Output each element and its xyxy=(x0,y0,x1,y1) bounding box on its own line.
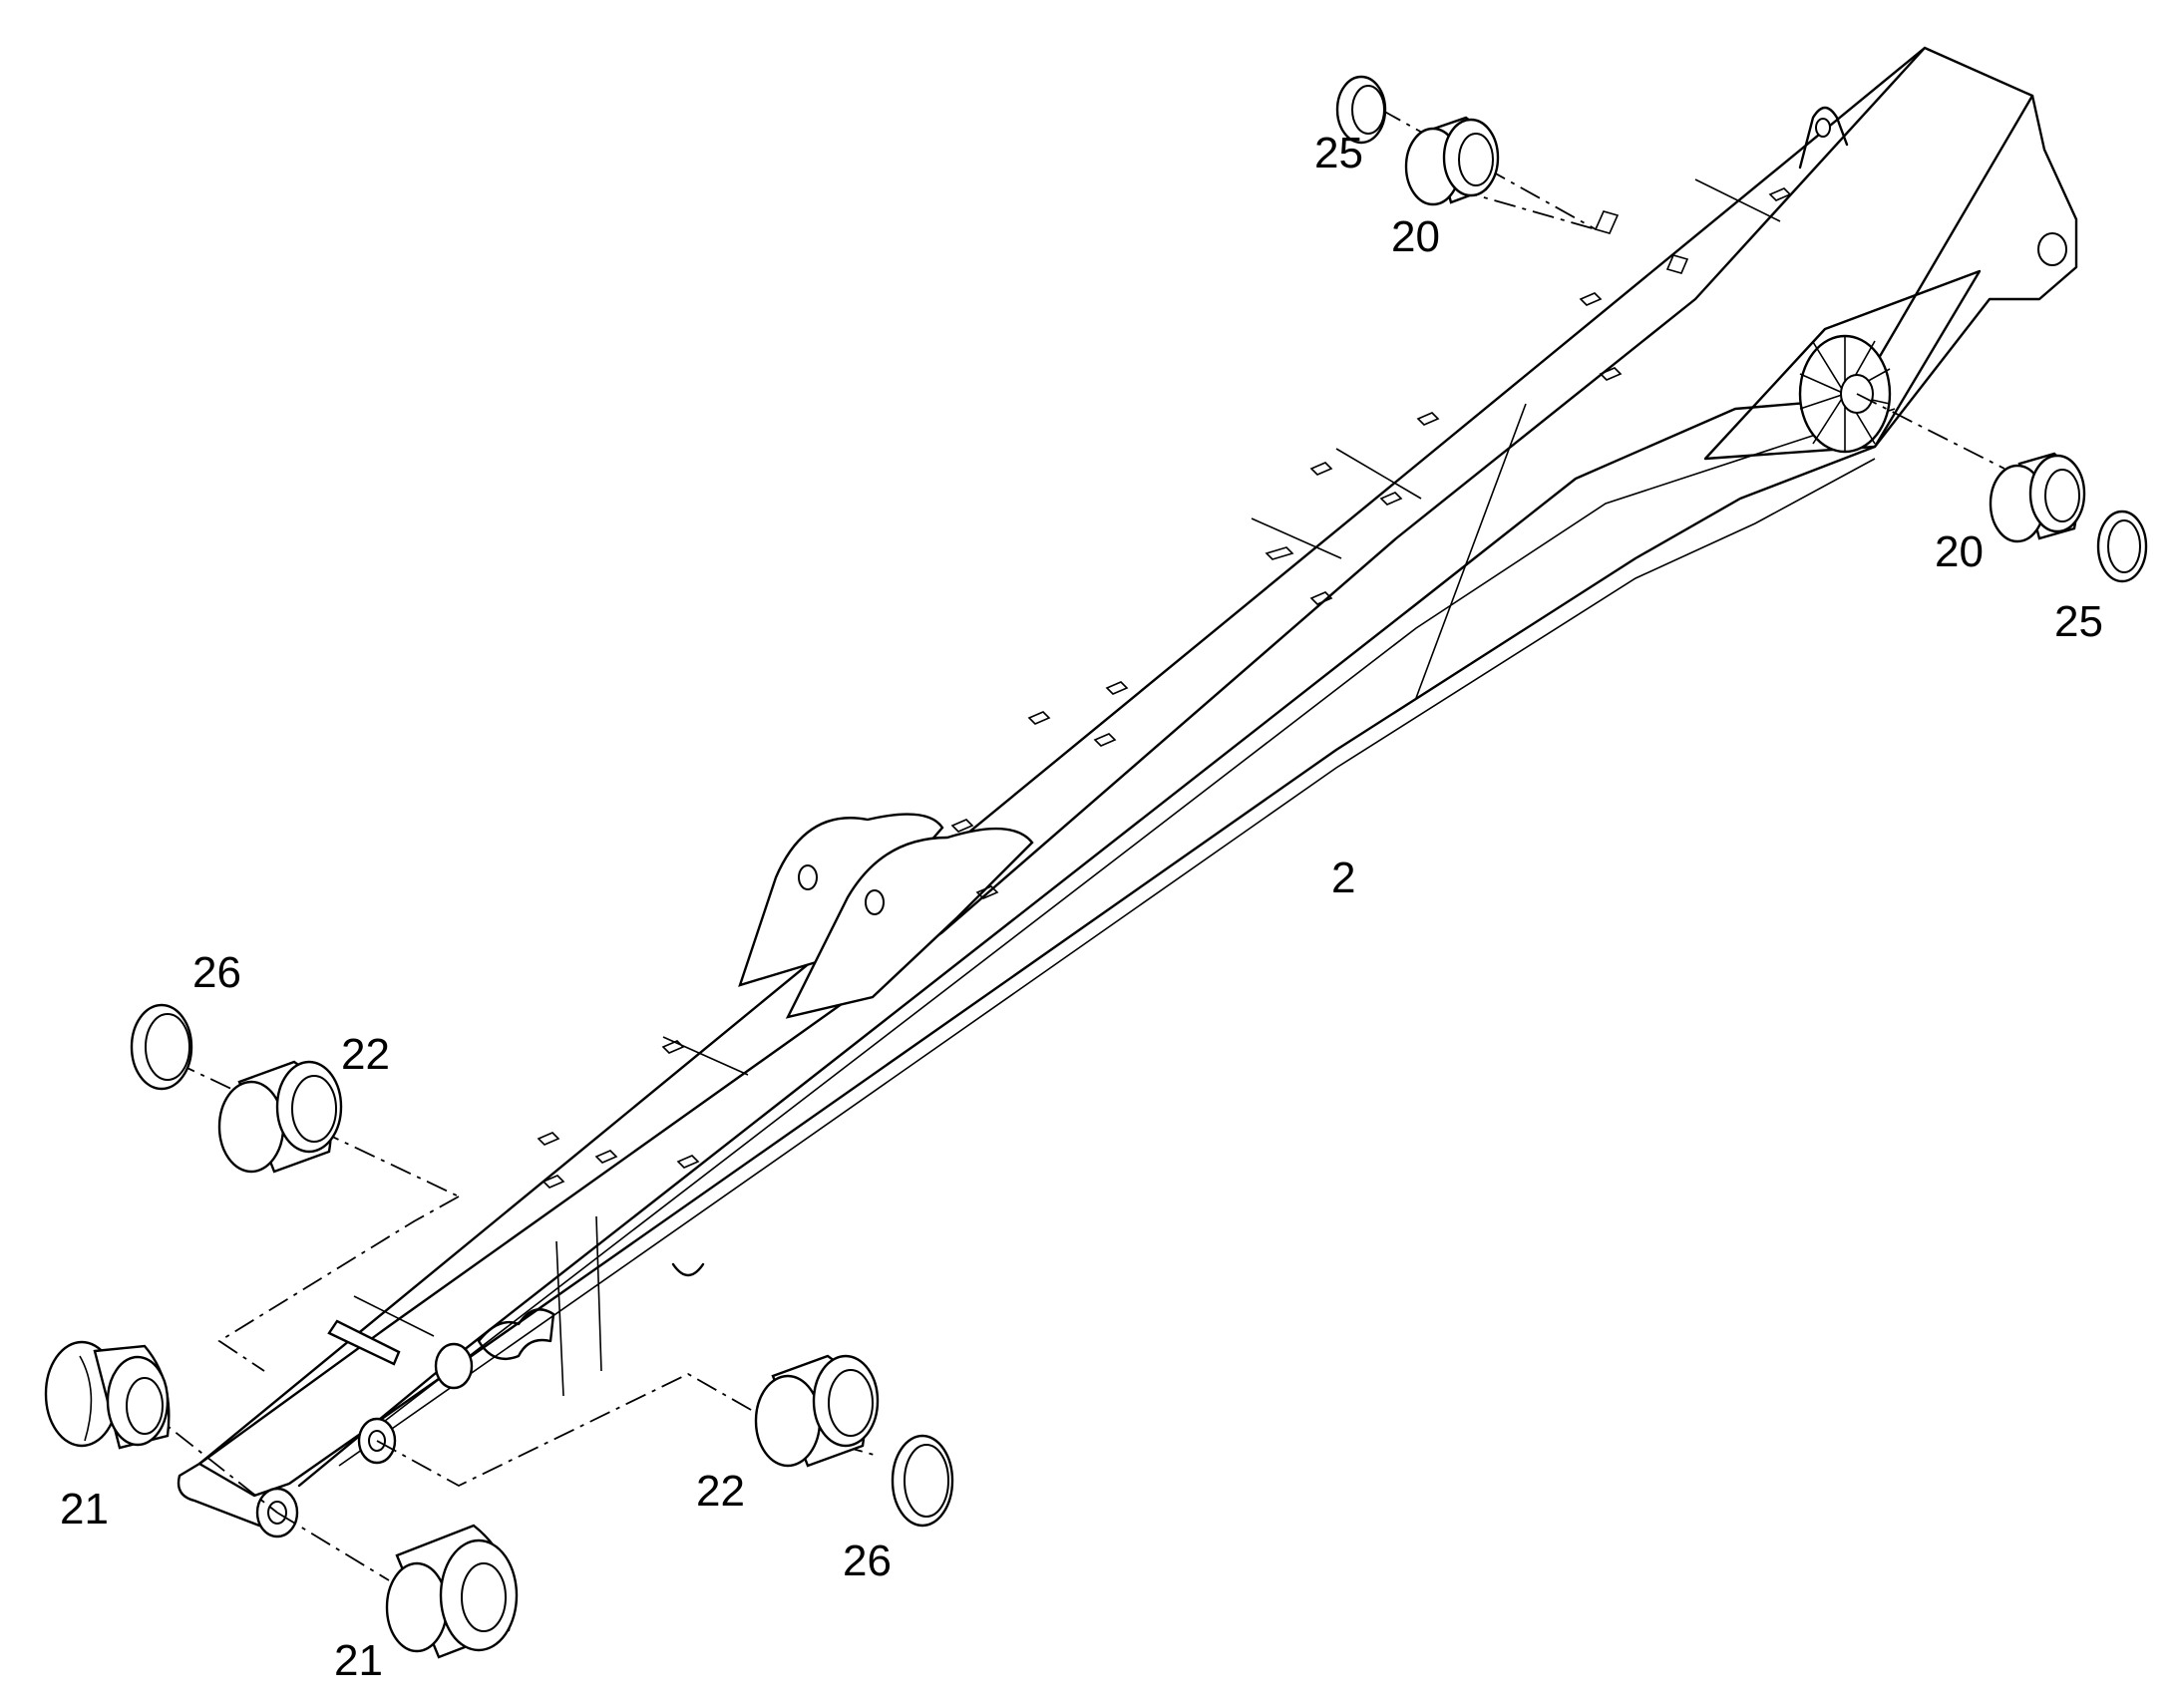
arm-cylinder-bracket xyxy=(738,813,1034,1019)
ring-25-top xyxy=(1335,75,1387,145)
label-ring-25-right: 25 xyxy=(2054,597,2103,646)
label-pin-21-bottom: 21 xyxy=(334,1636,383,1685)
ring-25-right xyxy=(2096,510,2148,583)
bushing-20-right xyxy=(1989,452,2086,543)
top-lifting-lug xyxy=(1798,106,1849,170)
label-bushing-22-bottom: 22 xyxy=(696,1467,745,1516)
label-bushing-22-left: 22 xyxy=(341,1030,390,1079)
label-pin-21-left: 21 xyxy=(60,1485,109,1534)
label-bushing-20-top: 20 xyxy=(1391,212,1440,261)
boom-body xyxy=(197,46,2078,1498)
pin-21-bottom xyxy=(385,1524,519,1659)
bushing-22-left xyxy=(217,1060,343,1174)
ring-26-left xyxy=(130,1003,193,1091)
center-lines xyxy=(144,109,2005,1581)
ring-26-bottom xyxy=(891,1434,954,1528)
top-plates xyxy=(537,187,1792,1189)
boom-foot-plate xyxy=(1703,232,2067,461)
label-ring-26-bottom: 26 xyxy=(843,1537,892,1585)
boom-nose xyxy=(177,1308,555,1528)
bushing-20-top xyxy=(1404,116,1500,206)
label-ring-25-top: 25 xyxy=(1314,129,1363,177)
label-ring-26-left: 26 xyxy=(192,948,241,997)
label-bushing-20-right: 20 xyxy=(1935,527,1984,576)
label-main-boom: 2 xyxy=(1331,854,1355,902)
pin-21-left xyxy=(44,1340,171,1450)
bushing-22-bottom xyxy=(754,1354,880,1468)
